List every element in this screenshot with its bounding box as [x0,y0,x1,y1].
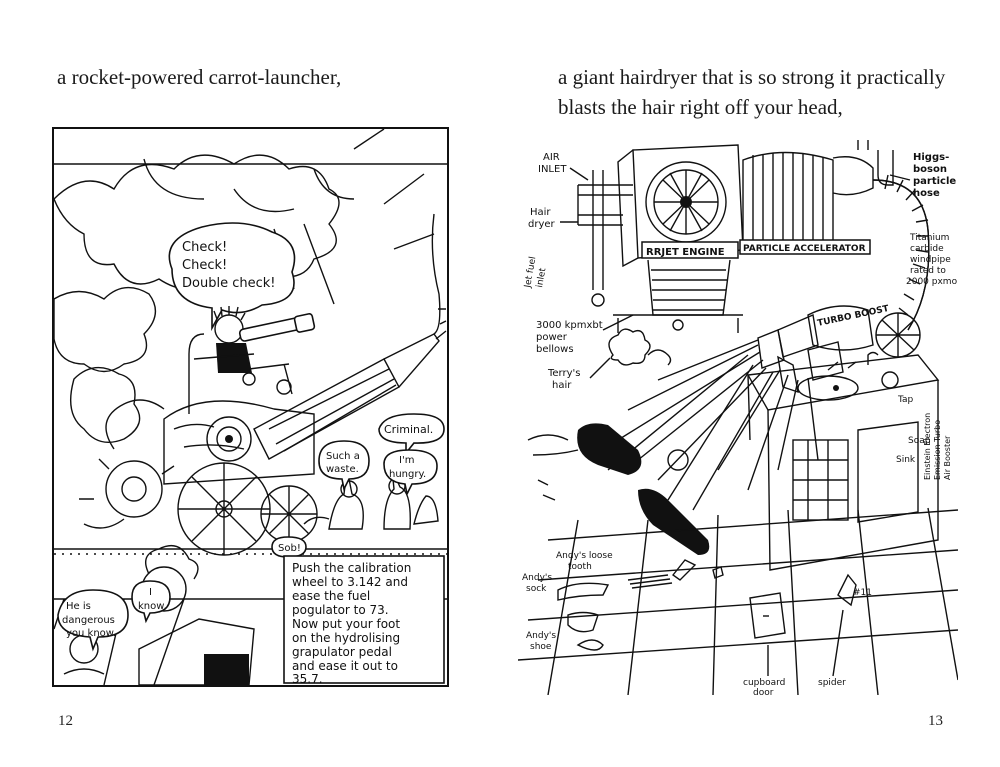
instruction-line: ease the fuel [292,589,370,603]
label-sink: Sink [896,455,916,465]
right-page-caption: a giant hairdryer that is so strong it p… [558,62,958,122]
page-number-left: 12 [58,713,73,729]
label-cupboard-door: cupboard [743,678,785,688]
label-tap: Tap [897,395,914,405]
left-comic-panel: Check! Check! Double check! [52,127,449,687]
label-terrys-hair: Terry's [547,368,581,379]
label-loose-tooth: tooth [568,562,592,572]
hairdryer-illustration: RRJET ENGINE PARTICLE ACCELERATOR [517,135,959,698]
rrjet-engine: RRJET ENGINE [613,144,744,333]
boy-with-telescope [188,306,316,414]
bubble-text: dangerous [62,615,115,626]
sink-unit [746,351,940,571]
label-higgs-hose: hose [913,188,940,199]
caption-line: a giant hairdryer that is so strong it p… [558,65,946,89]
label-cupboard-door: door [753,688,774,695]
bubble-text: Check! [182,258,227,273]
particle-accelerator: PARTICLE ACCELERATOR [739,135,874,255]
instruction-line: and ease it out to [292,659,398,673]
floor-objects [557,559,724,651]
bubble-text: Check! [182,240,227,255]
instruction-line: 35.7. [292,672,323,685]
carrot-launcher-machine [79,213,447,556]
label-spider: spider [818,678,846,688]
instruction-line: wheel to 3.142 and [292,575,408,589]
label-shoe: Andy's [526,631,556,641]
label-titanium: Titanium [909,233,949,243]
label-tile-mark: #11 [853,588,872,598]
label-loose-tooth: Andy's loose [556,551,613,561]
label-air-inlet: INLET [538,164,567,175]
instruction-line: Push the calibration [292,561,411,575]
label-sock: Andy's [522,573,552,583]
tumbling-figure [527,423,710,555]
label-shoe: shoe [530,642,552,652]
caption-line: blasts the hair right off your head, [558,95,843,119]
label-hair-dryer: dryer [528,219,556,230]
terrys-hair [608,328,672,366]
page-number-right: 13 [928,713,943,729]
speech-bubble-check: Check! Check! Double check! [168,222,296,332]
label-bellows: power [536,332,568,343]
label-titanium: carbide [910,244,944,254]
bubble-text: He is [66,601,91,612]
label-higgs-hose: particle [913,176,956,187]
speech-bubble-criminal: Criminal. [378,413,445,456]
label-hair-dryer: Hair [530,207,551,218]
label-air-inlet: AIR [543,152,560,163]
bubble-text: know. [138,601,167,612]
label-higgs-hose: boson [913,164,947,175]
label-titanium: rated to [910,266,946,276]
instruction-line: Now put your foot [292,617,400,631]
speech-bubble-sob: Sob! [271,536,307,558]
speech-bubble-dangerous: He is dangerous you know. [57,589,129,652]
floor-tiles [517,507,959,696]
bubble-text: hungry. [389,469,426,480]
higgs-hose [872,150,930,331]
speech-bubble-waste: Such a waste. [318,440,370,492]
bubble-text: I'm [399,455,414,466]
label-higgs-hose: Higgs- [913,152,949,163]
instruction-line: pogulator to 73. [292,603,389,617]
bubble-text: I [149,587,152,598]
label-soap: Soap [908,436,931,446]
instruction-line: grapulator pedal [292,645,392,659]
bubble-text: Double check! [182,276,275,291]
bubble-text: Criminal. [384,423,433,436]
label-sock: sock [526,584,547,594]
label-bellows: 3000 kpmxbt [536,320,603,331]
bubble-text: waste. [326,464,359,475]
bubble-text: you know. [66,628,116,639]
label-einstein: Air Booster [943,435,952,480]
speech-bubble-hungry: I'm hungry. [383,449,438,497]
label-jet-fuel: inlet [535,267,548,289]
hairdryer-drawing: RRJET ENGINE PARTICLE ACCELERATOR [517,135,959,698]
inlet-pipes [577,170,633,307]
label-einstein: Emission Turbo [933,420,942,480]
label-engine: RRJET ENGINE [646,247,725,258]
label-terrys-hair: hair [552,380,572,391]
instruction-box: Push the calibration wheel to 3.142 and … [283,555,445,686]
annotation-labels: AIR INLET Hair dryer Jet fuel inlet 3000… [522,152,958,698]
label-titanium: windpipe [910,255,951,265]
air-blast [607,339,819,511]
comic-panel-drawing: Check! Check! Double check! [53,128,447,686]
bubble-text: Such a [326,451,360,462]
bubble-text: Sob! [278,543,301,554]
label-einstein: Einstein Electron [923,413,932,480]
label-titanium: 2000 pxmo [906,277,958,287]
label-accelerator: PARTICLE ACCELERATOR [743,244,866,254]
turbo-boost: TURBO BOOST [757,304,921,394]
speech-bubble-know: I know. [131,580,171,624]
label-bellows: bellows [536,344,574,355]
left-page-caption: a rocket-powered carrot-launcher, [57,65,342,89]
instruction-line: on the hydrolising [292,631,400,645]
